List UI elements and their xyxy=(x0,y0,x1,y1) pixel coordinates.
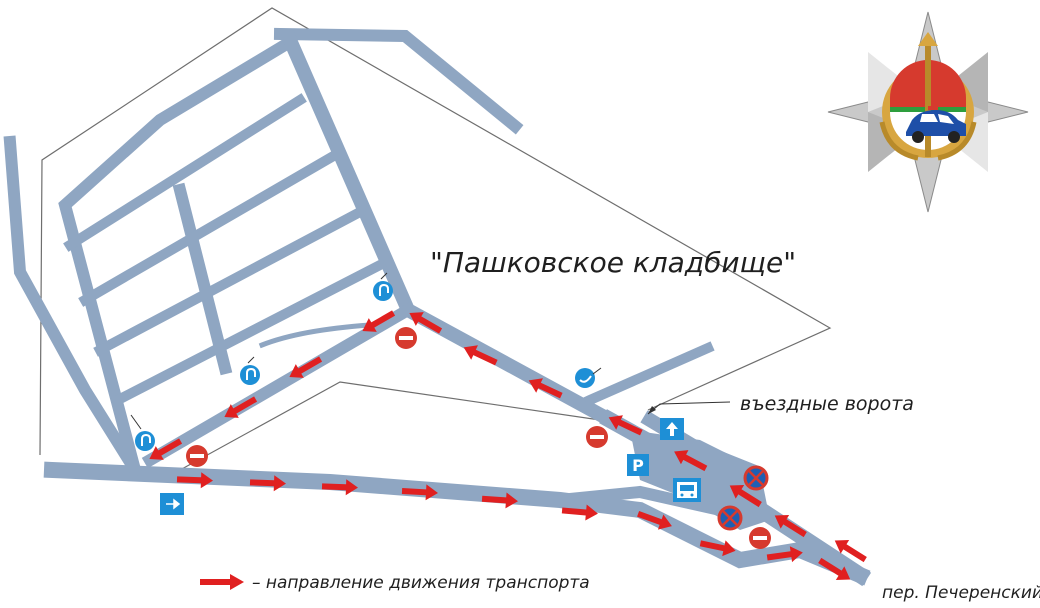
road-cross-2 xyxy=(78,151,337,307)
cemetery-label: "Пашковское кладбище" xyxy=(430,246,796,279)
road-signs: P xyxy=(130,272,771,549)
direction-arrow xyxy=(463,345,498,366)
direction-arrow xyxy=(766,546,803,563)
turn-sign-icon xyxy=(240,356,260,385)
no-entry-sign-icon xyxy=(586,426,608,448)
road-cemetery-east xyxy=(280,30,620,430)
road-inner-vertical xyxy=(172,182,233,376)
bus-stop-sign-icon xyxy=(673,478,701,502)
gate-pointer xyxy=(647,401,731,415)
no-stopping-sign-icon xyxy=(743,465,769,491)
legend-label: – направление движения транспорта xyxy=(252,573,590,593)
direction-arrow xyxy=(637,511,672,530)
road-cemetery-north xyxy=(273,27,524,135)
road-cross-4 xyxy=(111,258,387,407)
no-entry-sign-icon xyxy=(749,527,771,549)
direction-arrow xyxy=(149,438,183,460)
one-way-sign-icon xyxy=(160,493,184,515)
direction-arrow xyxy=(249,475,286,492)
lane-label: пер. Печеренский xyxy=(882,583,1040,603)
boundary-line-outer xyxy=(39,7,832,456)
direction-arrow xyxy=(528,378,563,399)
boundary-line-inner xyxy=(179,381,601,471)
no-entry-sign-icon xyxy=(395,327,417,349)
road-gate-link xyxy=(553,485,728,518)
gate-label: въездные ворота xyxy=(740,393,914,415)
turn-sign-icon xyxy=(130,414,155,451)
direction-arrow xyxy=(401,484,438,501)
direction-arrow xyxy=(774,515,807,538)
road-east-spur xyxy=(583,341,715,407)
direction-arrow xyxy=(834,540,867,563)
no-entry-sign-icon xyxy=(186,445,208,467)
traffic-police-emblem-icon xyxy=(827,11,1029,213)
road-cross-1 xyxy=(63,93,307,252)
direction-arrow xyxy=(674,450,708,472)
road-cemetery-west xyxy=(58,33,299,478)
direction-arrow xyxy=(289,356,323,378)
direction-arrow xyxy=(362,310,396,332)
road-cross-3 xyxy=(93,205,367,357)
direction-arrow xyxy=(729,485,762,508)
traffic-direction-arrows xyxy=(149,310,867,580)
road-inner-diagonal xyxy=(141,301,417,469)
one-way-up-sign-icon xyxy=(660,418,684,440)
direction-arrow xyxy=(561,504,598,521)
direction-arrow xyxy=(224,396,258,418)
road-west xyxy=(3,135,144,479)
road-inner-curve xyxy=(258,322,373,349)
direction-arrow xyxy=(608,415,643,436)
legend: – направление движения транспорта xyxy=(200,573,590,593)
road-network xyxy=(3,27,872,587)
no-stopping-sign-icon xyxy=(717,505,743,531)
direction-arrow xyxy=(481,492,518,509)
cemetery-boundary xyxy=(39,7,832,471)
turn-sign-icon xyxy=(575,367,602,388)
direction-arrow xyxy=(321,479,358,496)
legend-arrow-icon xyxy=(200,574,244,590)
direction-arrow xyxy=(818,557,851,580)
parking-sign-letter: P xyxy=(632,456,644,475)
parking-sign-icon: P xyxy=(627,454,649,476)
turn-sign-icon xyxy=(373,272,393,301)
direction-arrow xyxy=(409,312,443,334)
direction-arrow xyxy=(699,540,736,557)
road-south xyxy=(43,461,871,586)
direction-arrow xyxy=(176,472,213,489)
